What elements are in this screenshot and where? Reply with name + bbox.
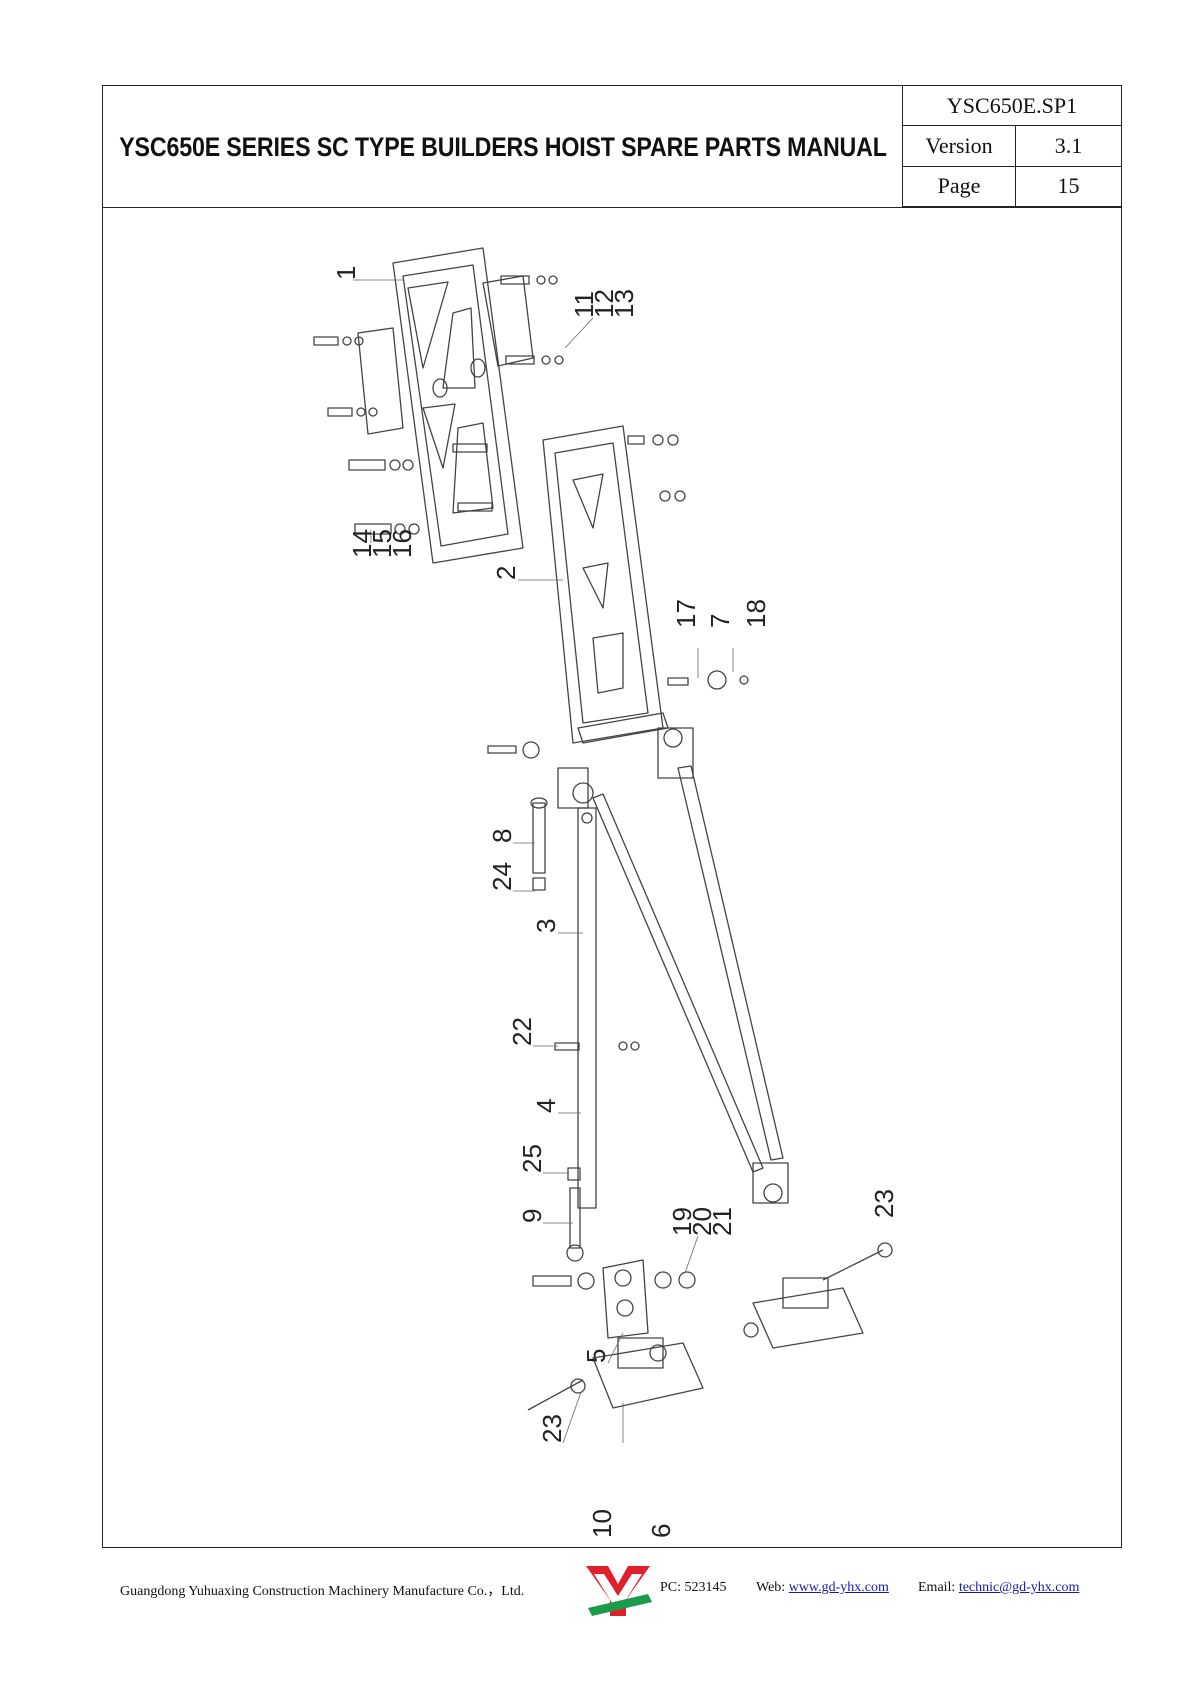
version-label: Version bbox=[902, 125, 1016, 167]
strut-left bbox=[592, 793, 764, 1173]
email-link[interactable]: technic@gd-yhx.com bbox=[958, 1580, 1080, 1595]
postal-code: PC: 523145 bbox=[660, 1580, 727, 1595]
callout-4: 4 bbox=[531, 1099, 561, 1113]
part-6-base bbox=[592, 1342, 704, 1409]
parts-diagram: 1111213141516217718824322425919202123523… bbox=[313, 247, 899, 1538]
email-block: Email: technic@gd-yhx.com bbox=[918, 1580, 1079, 1596]
page-number: 15 bbox=[1015, 165, 1122, 208]
company-name: Guangdong Yuhuaxing Construction Machine… bbox=[120, 1584, 525, 1599]
callout-15: 15 bbox=[367, 529, 397, 558]
callout-18: 18 bbox=[741, 599, 771, 628]
part-3-4-column bbox=[577, 807, 597, 1209]
callout-14: 14 bbox=[347, 529, 377, 558]
document-header: YSC650E SERIES SC TYPE BUILDERS HOIST SP… bbox=[103, 84, 1122, 208]
callout-1: 1 bbox=[331, 266, 361, 280]
web-label: Web: bbox=[756, 1580, 786, 1595]
callout-7: 7 bbox=[705, 614, 735, 628]
callout-17: 17 bbox=[671, 599, 701, 628]
callout-21: 21 bbox=[707, 1207, 737, 1236]
part-1-frame-plate bbox=[392, 247, 524, 564]
callout-19: 19 bbox=[667, 1207, 697, 1236]
callout-6: 6 bbox=[646, 1524, 676, 1538]
page-footer: Guangdong Yuhuaxing Construction Machine… bbox=[120, 1560, 1100, 1620]
page-label: Page bbox=[902, 165, 1016, 208]
part-23-base bbox=[752, 1287, 864, 1349]
callout-3: 3 bbox=[531, 919, 561, 933]
callout-23: 23 bbox=[537, 1414, 567, 1443]
callout-25: 25 bbox=[517, 1144, 547, 1173]
callout-22: 22 bbox=[507, 1017, 537, 1046]
callout-24: 24 bbox=[487, 862, 517, 891]
web-link[interactable]: www.gd-yhx.com bbox=[788, 1580, 889, 1595]
strut-right bbox=[677, 765, 784, 1161]
web-block: Web: www.gd-yhx.com bbox=[756, 1580, 889, 1596]
document-info-table: YSC650E.SP1 Version 3.1 Page 15 bbox=[902, 84, 1122, 208]
callout-16: 16 bbox=[387, 529, 417, 558]
email-label: Email: bbox=[918, 1580, 956, 1595]
doc-code: YSC650E.SP1 bbox=[902, 84, 1122, 127]
callout-10: 10 bbox=[587, 1509, 617, 1538]
page-frame: YSC650E SERIES SC TYPE BUILDERS HOIST SP… bbox=[102, 84, 1122, 1548]
callout-23: 23 bbox=[869, 1189, 899, 1218]
part-5-bracket bbox=[602, 1259, 649, 1339]
callout-9: 9 bbox=[517, 1209, 547, 1223]
callout-20: 20 bbox=[687, 1207, 717, 1236]
part-8-pin bbox=[532, 802, 546, 874]
callout-8: 8 bbox=[487, 829, 517, 843]
callout-2: 2 bbox=[491, 566, 521, 580]
company-logo-icon bbox=[586, 1566, 652, 1616]
callout-12: 12 bbox=[589, 289, 619, 318]
callout-11: 11 bbox=[569, 291, 599, 318]
page-title: YSC650E SERIES SC TYPE BUILDERS HOIST SP… bbox=[119, 131, 887, 162]
version-value: 3.1 bbox=[1015, 125, 1122, 167]
callout-5: 5 bbox=[581, 1349, 611, 1363]
callout-13: 13 bbox=[609, 289, 639, 318]
